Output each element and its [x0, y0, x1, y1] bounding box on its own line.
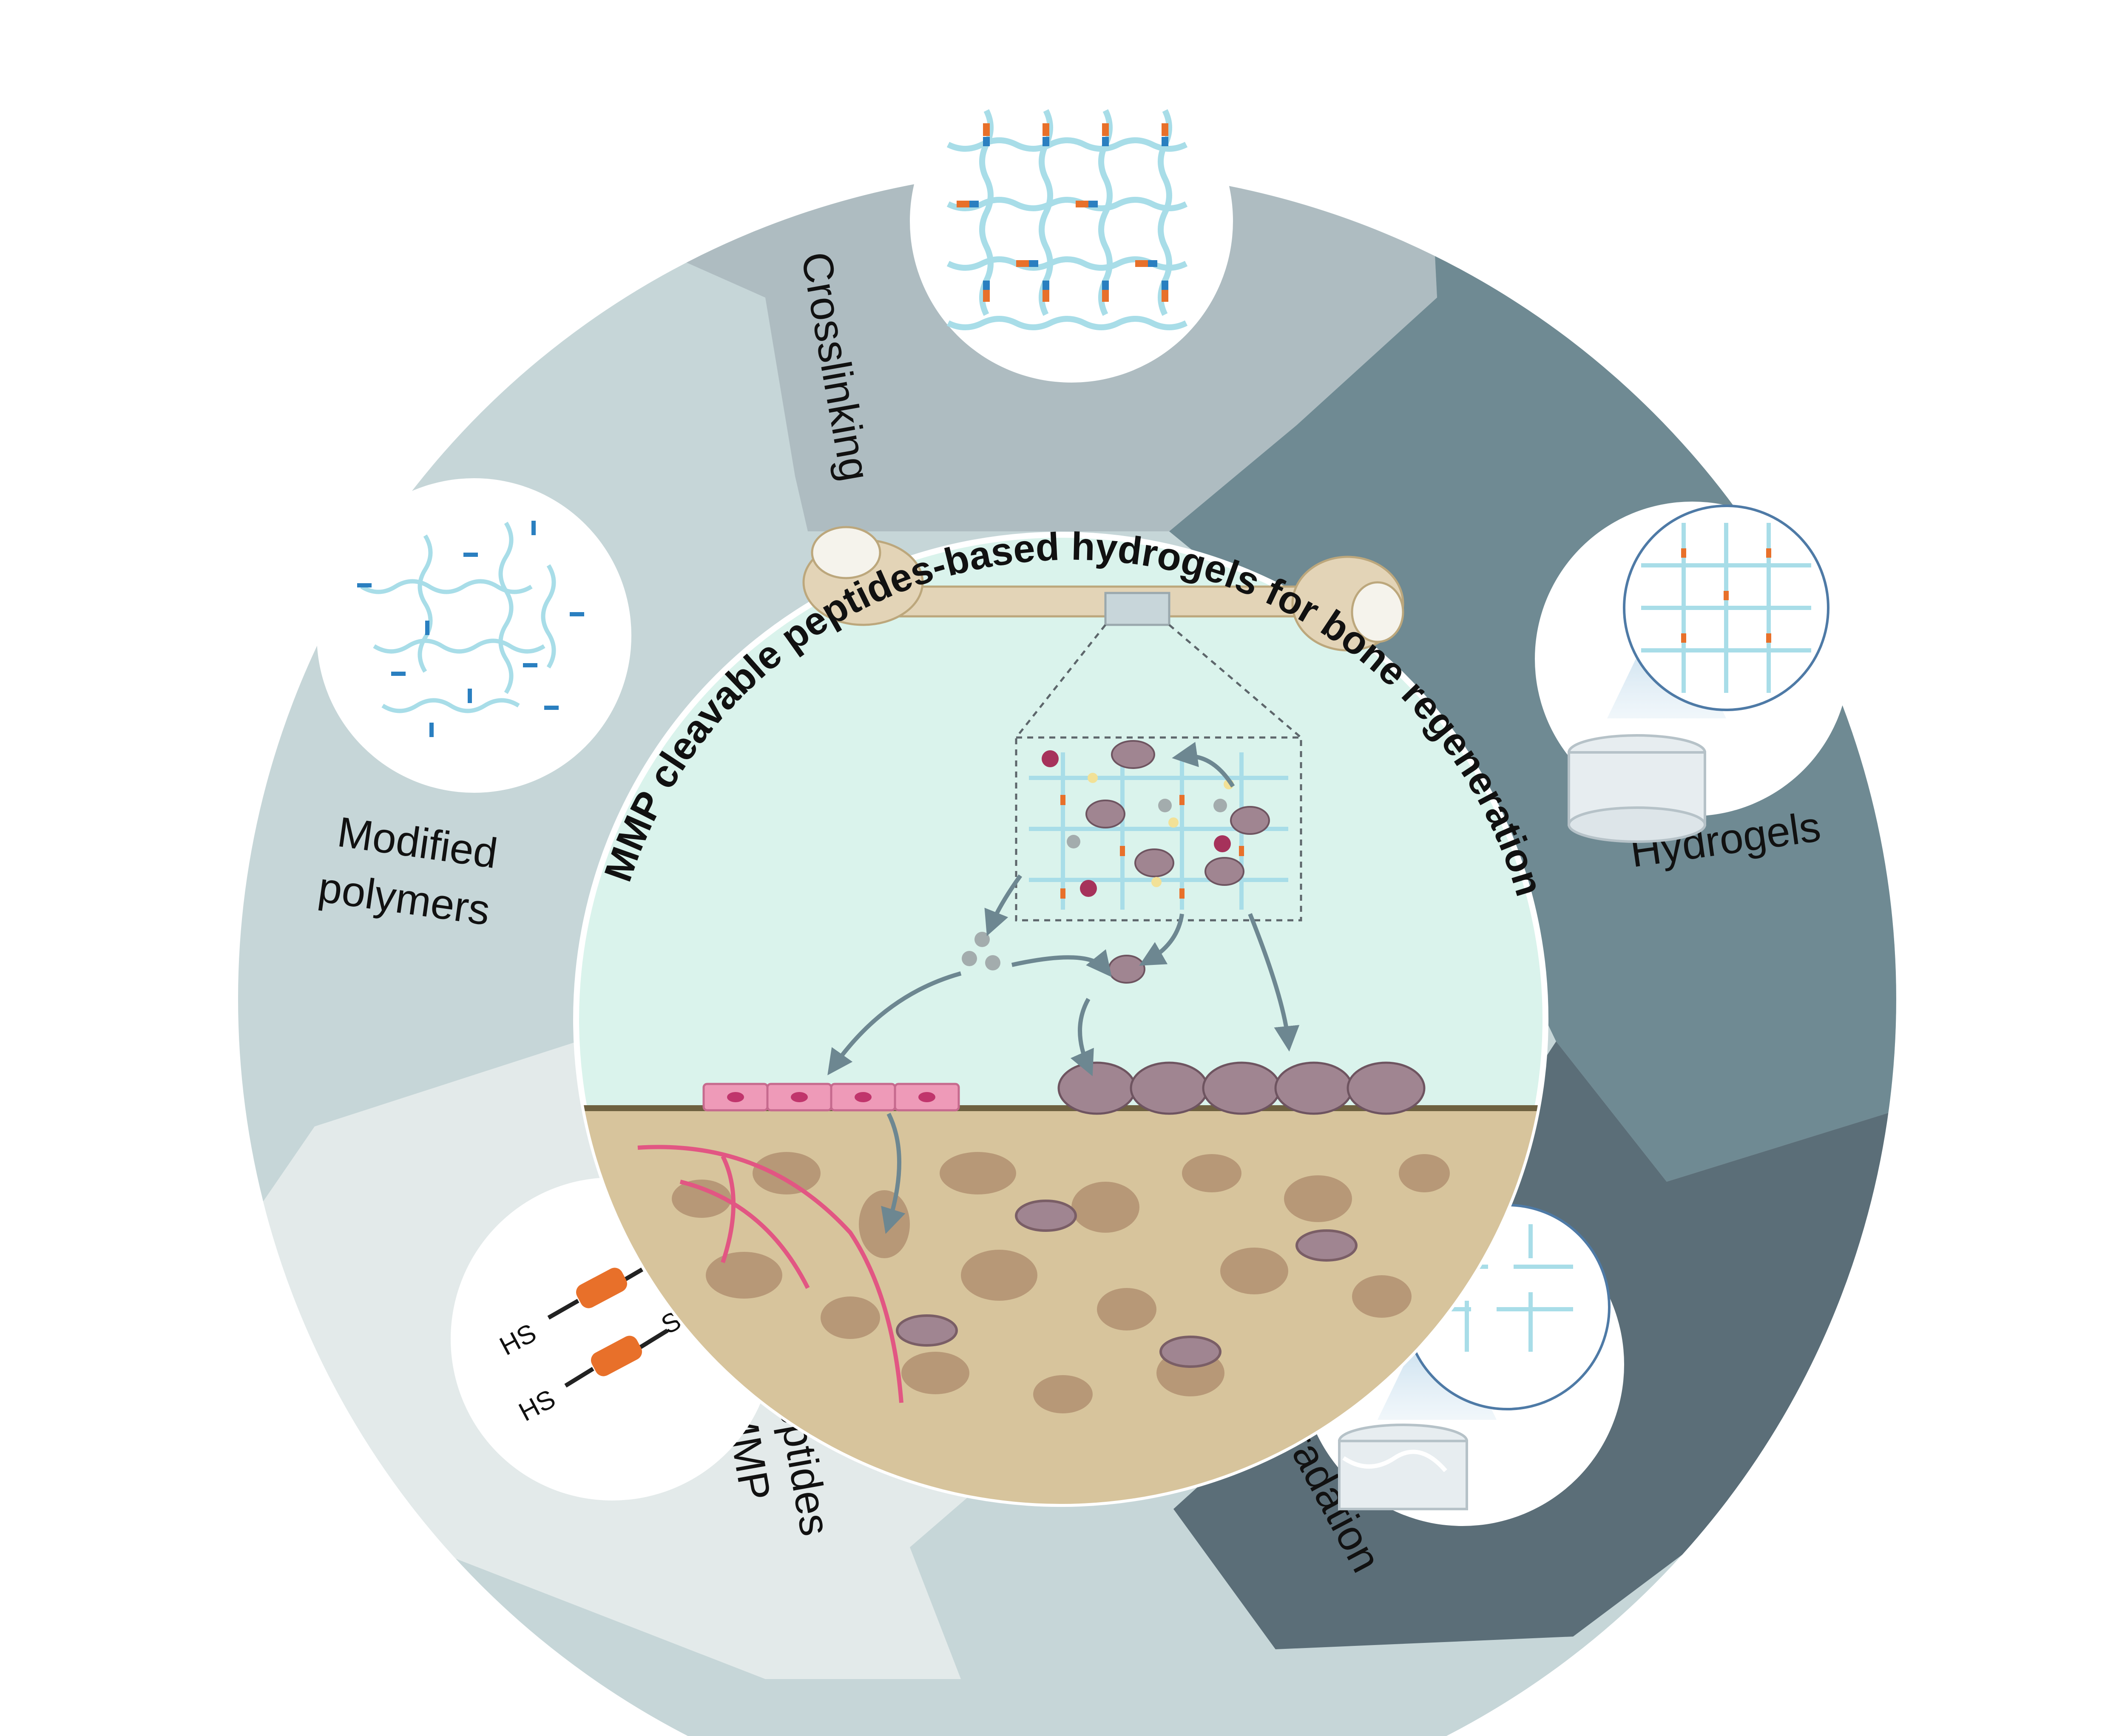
hydrogel-inset — [1535, 502, 1849, 843]
peptide-segment — [591, 1336, 642, 1376]
zoom-indicator — [1015, 624, 1302, 922]
peptide-segment — [576, 1268, 628, 1308]
crosslinked-network-inset — [910, 60, 1233, 383]
bone-pores — [672, 1152, 1450, 1413]
modified-polymer-inset — [317, 478, 631, 793]
zoomed-hydrogel-network — [1029, 740, 1288, 910]
lining-cells — [702, 1083, 960, 1112]
blood-vessel — [637, 1145, 903, 1403]
flow-arrows — [827, 742, 1300, 1234]
osteoblasts — [1057, 1061, 1426, 1115]
bone-defect-hydrogel — [1104, 592, 1170, 626]
osteocytes — [896, 1200, 1358, 1368]
long-bone — [802, 526, 1404, 652]
